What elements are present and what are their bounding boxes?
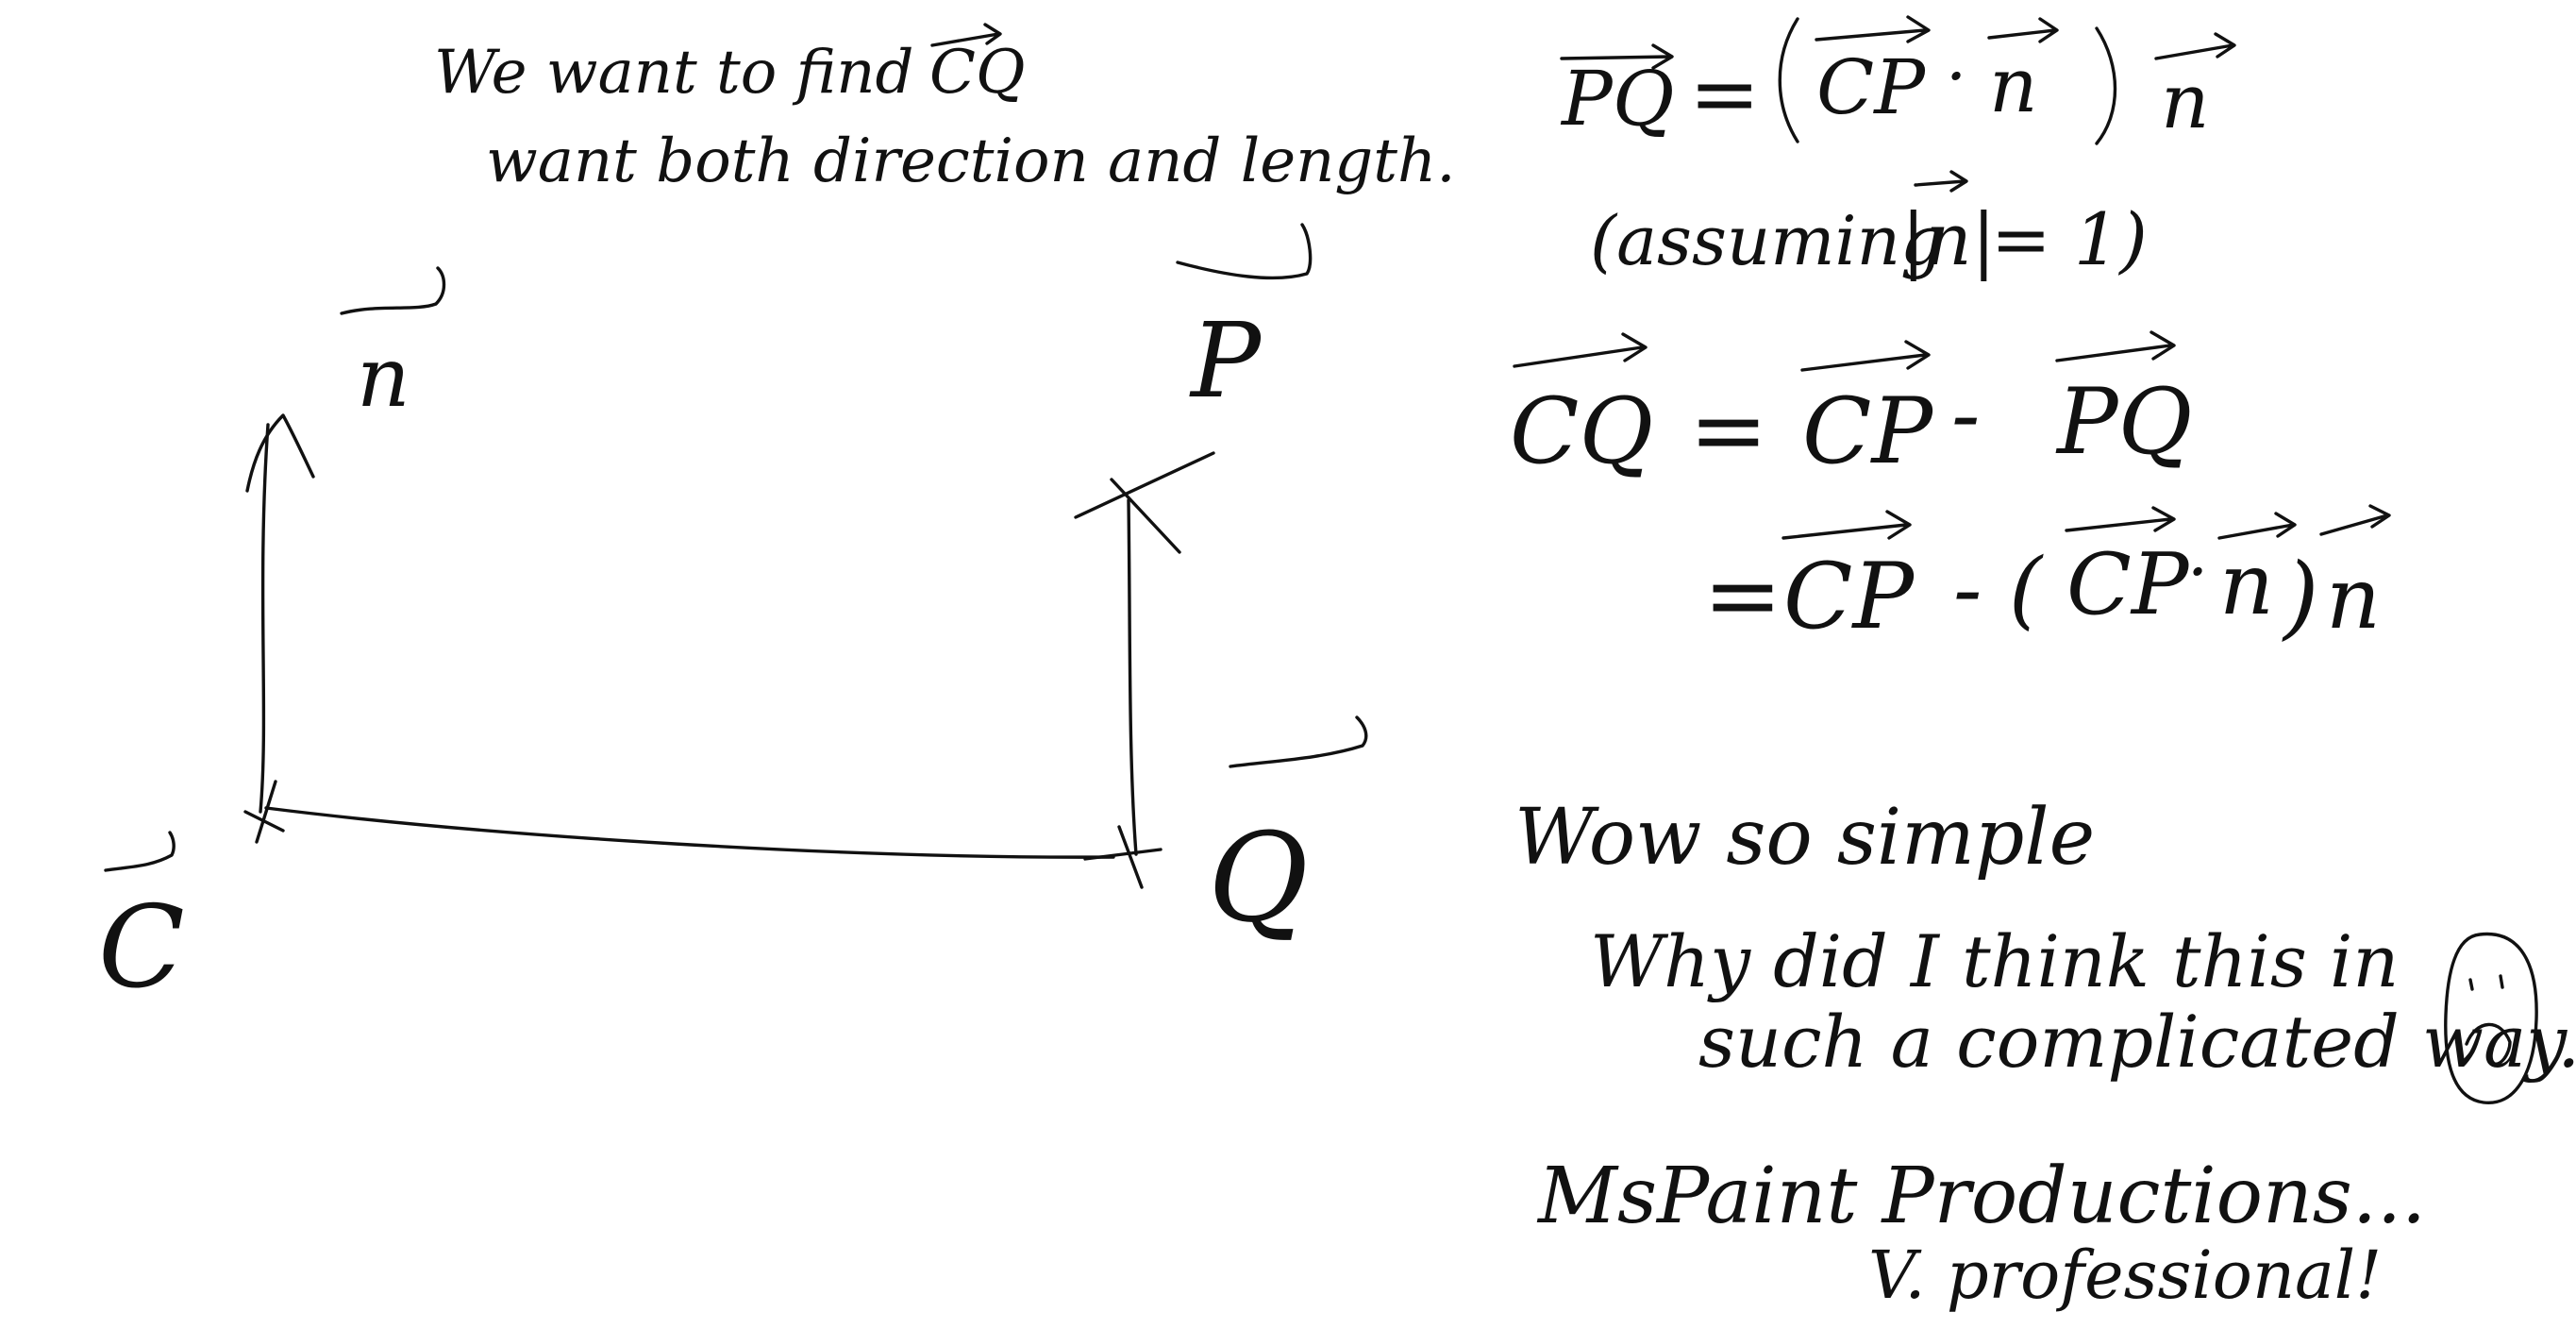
eq1-open-paren <box>1778 17 1799 143</box>
assumption-n-arrow <box>1914 170 1968 193</box>
eq3-minus: - ( <box>1953 540 2044 639</box>
equations: PQ = CP · n n (assuming |n| = 1) CQ = CP <box>1510 15 2391 650</box>
eq3-cp-arrow <box>1781 510 1912 540</box>
label-c: C <box>98 883 185 1014</box>
eq3-cp: CP <box>1783 544 1915 649</box>
eq1-cp-arrow <box>1815 15 1931 43</box>
eq1-n-arrow <box>1987 17 2059 43</box>
signature-line1: MsPaint Productions... <box>1536 1152 2426 1241</box>
comment: Wow so simple Why did I think this in su… <box>1514 793 2576 1104</box>
label-n-arrow <box>340 266 446 315</box>
label-p-arrow <box>1176 223 1313 280</box>
sad-face-icon <box>2444 932 2538 1104</box>
label-n: n <box>357 328 410 426</box>
heading-vector-arrow <box>930 23 1002 47</box>
eq1-n2: n <box>2161 58 2210 145</box>
sad-face-mouth <box>2465 1022 2512 1066</box>
q-to-p-line <box>1127 498 1138 856</box>
normal-vector-line <box>259 423 270 814</box>
point-p-cross <box>1074 451 1215 554</box>
eq3-close: ) <box>2282 544 2318 649</box>
eq3-n: n <box>2219 535 2274 634</box>
eq3-n-arrow <box>2217 512 2297 540</box>
assumption-rest: = 1) <box>1991 197 2148 281</box>
eq3-dot: · <box>2187 533 2208 611</box>
assumption: (assuming |n| = 1) <box>1590 170 2148 281</box>
eq2-cp: CP <box>1802 379 1933 484</box>
eq1-cp: CP <box>1816 43 1926 131</box>
diagram: n C P Q <box>98 223 1368 1014</box>
eq1-close-paren <box>2095 26 2117 145</box>
equation-2: CQ = CP - PQ <box>1510 330 2192 485</box>
eq2-equals: = <box>1689 375 1768 485</box>
eq3-cp2-arrow <box>2065 506 2176 532</box>
eq3-n2: n <box>2326 549 2381 648</box>
assumption-abs: |n| <box>1901 197 1996 281</box>
eq3-equals: = <box>1703 540 1782 650</box>
eq1-n: n <box>1989 42 2038 129</box>
signature-line2: V. professional! <box>1868 1236 2382 1314</box>
point-c-cross <box>243 780 285 844</box>
eq2-pq-arrow <box>2055 330 2176 362</box>
heading-vector-cq: CQ <box>929 38 1025 108</box>
label-p: P <box>1189 300 1263 421</box>
normal-vector-arrowhead <box>245 413 315 493</box>
point-q-cross <box>1083 825 1163 889</box>
eq1-lhs-arrow <box>1560 43 1674 70</box>
assumption-open: (assuming <box>1590 201 1944 280</box>
eq2-lhs-arrow <box>1513 332 1648 368</box>
signature: MsPaint Productions... V. professional! <box>1536 1152 2426 1314</box>
heading-line1-prefix: We want to find <box>434 38 913 108</box>
eq3-cp2: CP <box>2066 535 2190 634</box>
eq2-minus: - <box>1951 365 1980 464</box>
heading: We want to find CQ want both direction a… <box>434 23 1456 196</box>
comment-line1: Wow so simple <box>1514 793 2095 883</box>
comment-line3: such a complicated way... <box>1698 1000 2576 1084</box>
heading-line2: want both direction and length. <box>486 126 1456 196</box>
label-q-arrow <box>1229 715 1368 768</box>
eq1-dot: · <box>1946 38 1966 115</box>
label-q: Q <box>1208 806 1309 950</box>
eq1-lhs: PQ <box>1560 55 1674 143</box>
comment-line2: Why did I think this in <box>1590 919 2399 1003</box>
eq1-equals: = <box>1689 44 1760 143</box>
c-to-q-line <box>264 806 1115 859</box>
equation-1: PQ = CP · n n <box>1560 15 2236 145</box>
eq2-cp-arrow <box>1800 340 1931 372</box>
sad-face-outline <box>2444 932 2538 1104</box>
eq2-lhs: CQ <box>1510 379 1653 484</box>
eq2-pq: PQ <box>2055 369 2192 475</box>
eq3-n2-arrow <box>2319 504 2391 536</box>
label-c-arrow <box>104 831 176 872</box>
sad-face-eyes <box>2468 974 2504 991</box>
eq1-n2-arrow <box>2154 32 2236 60</box>
equation-3: = CP - ( CP · n ) n <box>1703 504 2391 650</box>
